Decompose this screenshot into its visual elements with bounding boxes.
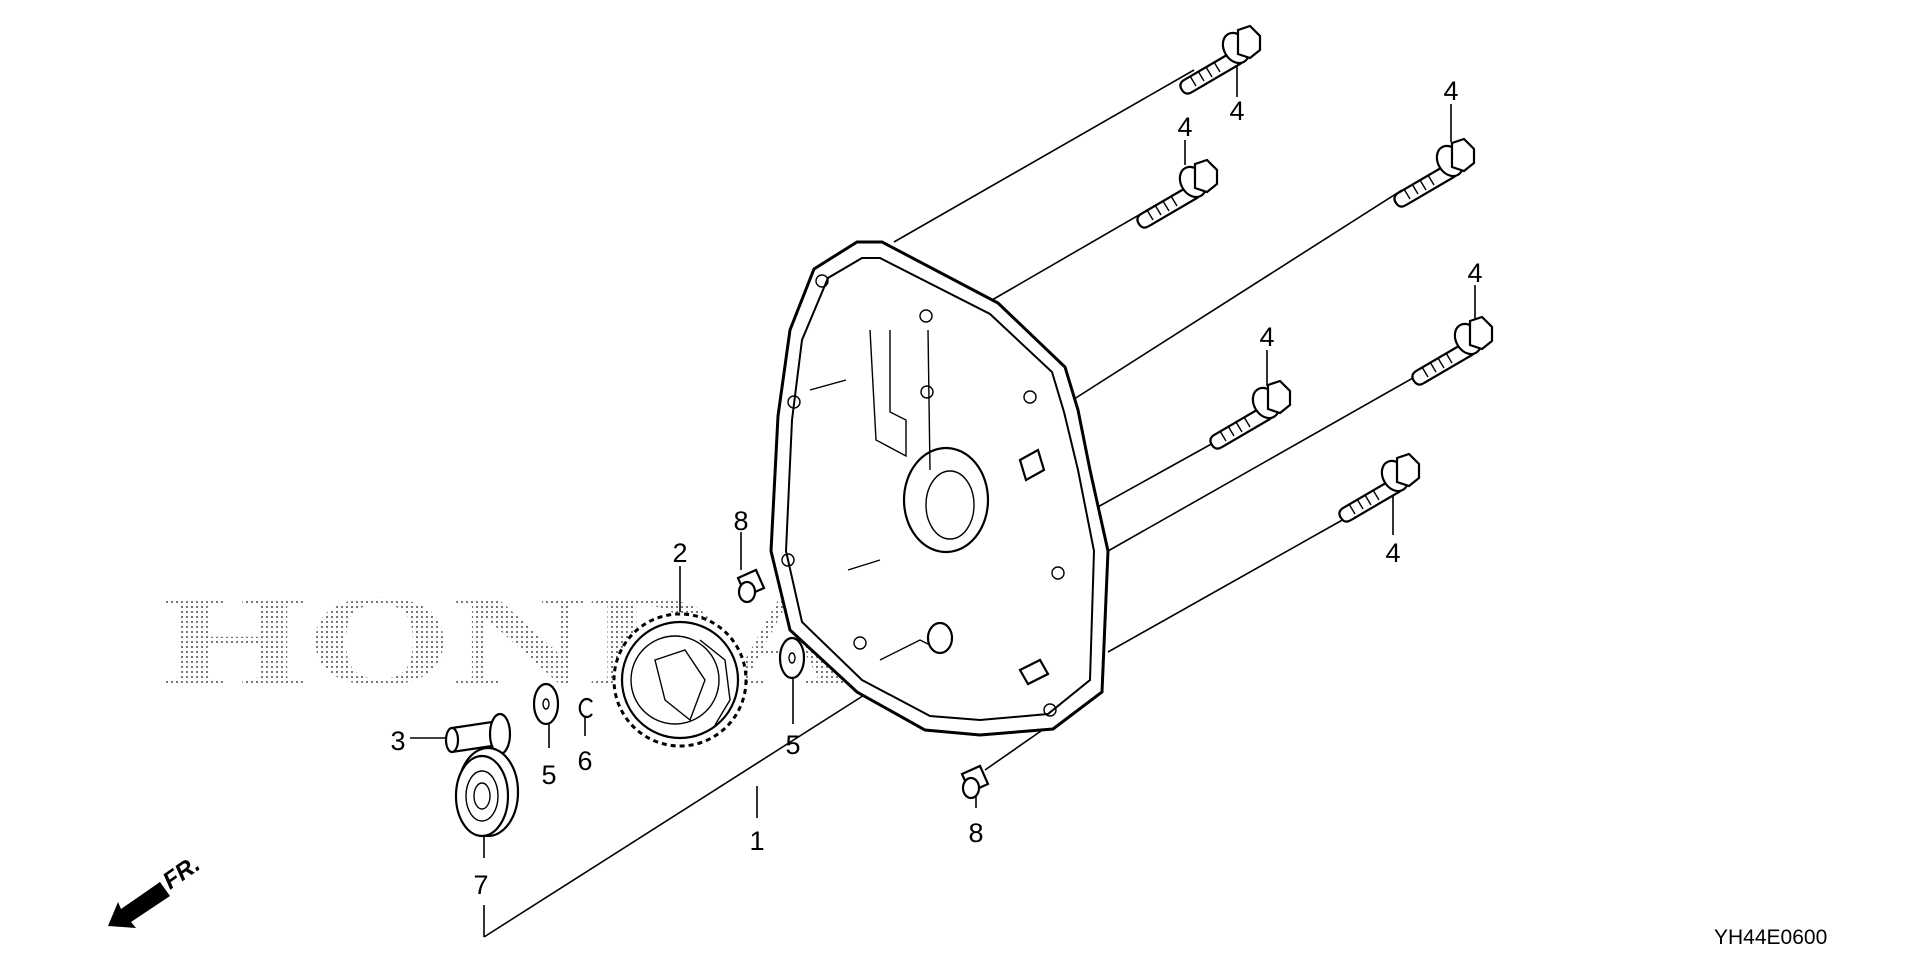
circlip xyxy=(578,697,593,719)
flange-bolt-3 xyxy=(1393,137,1476,208)
front-direction-arrow-icon: FR. xyxy=(108,851,205,928)
callout-3: 3 xyxy=(390,726,405,756)
callout-7: 7 xyxy=(473,870,488,900)
washer-left xyxy=(532,682,560,726)
callout-4: 4 xyxy=(1177,112,1192,142)
washer-right xyxy=(778,636,806,680)
flange-bolt-6 xyxy=(1338,452,1421,523)
flange-bolt-1 xyxy=(1179,24,1262,95)
gear-shaft-pin xyxy=(444,712,512,756)
dowel-pin-lower xyxy=(960,764,990,800)
governor-gear xyxy=(612,612,748,748)
callout-6: 6 xyxy=(577,746,592,776)
callout-8: 8 xyxy=(968,818,983,848)
callout-5: 5 xyxy=(785,730,800,760)
ball-bearing xyxy=(454,746,520,838)
flange-bolt-4 xyxy=(1411,315,1494,386)
flange-bolt-5 xyxy=(1209,379,1292,450)
callout-4: 4 xyxy=(1467,258,1482,288)
callout-5: 5 xyxy=(541,760,556,790)
callout-4: 4 xyxy=(1229,96,1244,126)
crankcase-cover xyxy=(769,240,1110,737)
flange-bolt-2 xyxy=(1136,158,1219,229)
front-direction-label: FR. xyxy=(158,851,205,895)
diagram-code: YH44E0600 xyxy=(1714,926,1827,949)
callout-4: 4 xyxy=(1259,322,1274,352)
callout-2: 2 xyxy=(672,538,687,568)
callout-4: 4 xyxy=(1443,76,1458,106)
callout-1: 1 xyxy=(749,826,764,856)
callout-4: 4 xyxy=(1385,538,1400,568)
dowel-pin-upper xyxy=(736,568,766,604)
callout-8: 8 xyxy=(733,506,748,536)
